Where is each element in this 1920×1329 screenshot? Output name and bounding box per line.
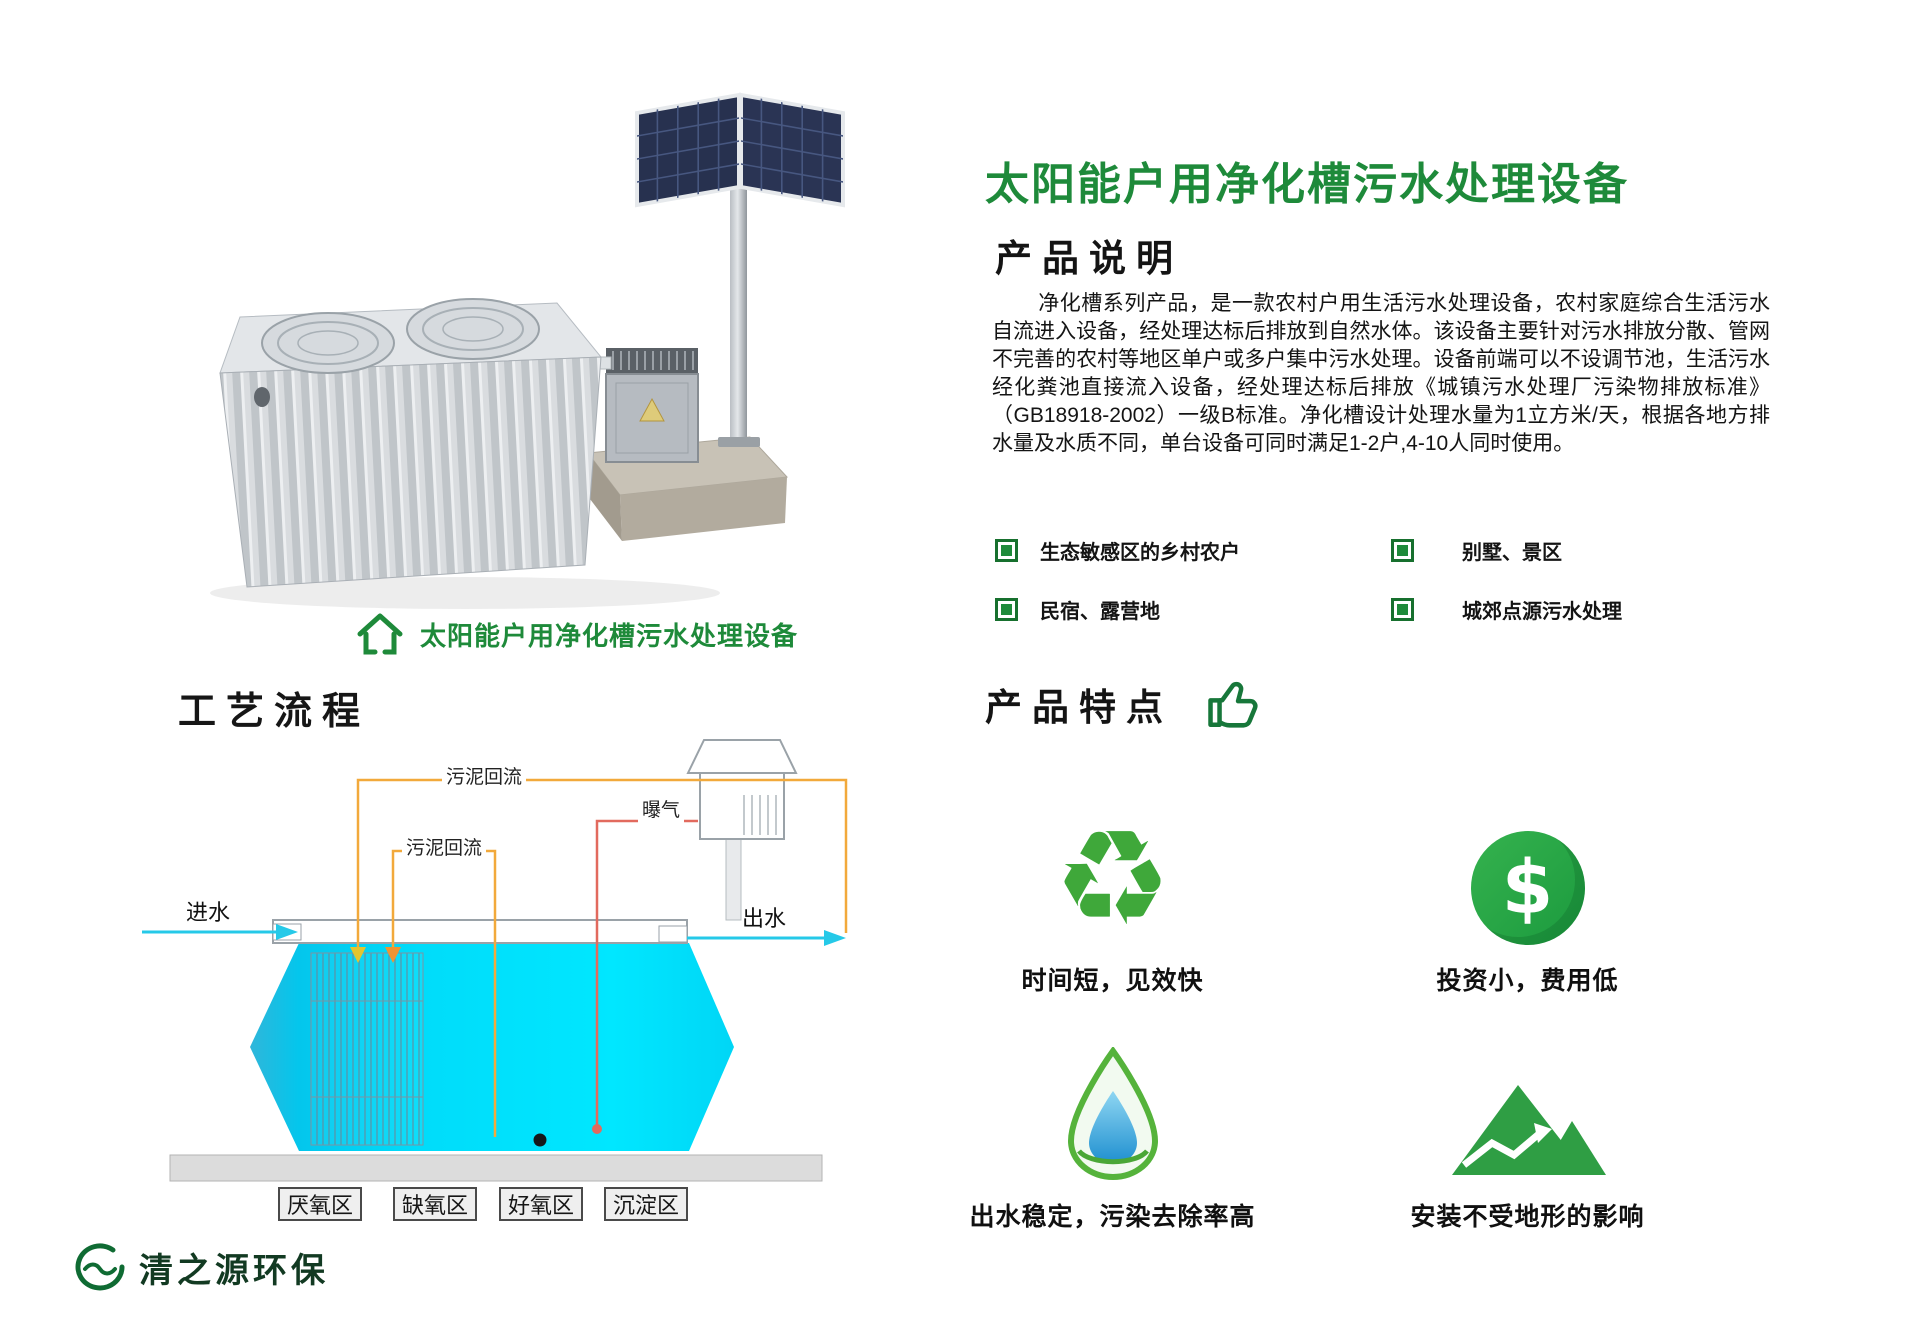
product-caption-text: 太阳能户用净化槽污水处理设备 [420, 620, 799, 651]
label-sludge-return-top: 污泥回流 [442, 766, 527, 790]
tank-rim [272, 919, 688, 944]
control-box [605, 348, 699, 463]
application-label: 别墅、景区 [1462, 542, 1562, 564]
features-grid: ♻ 时间短，见效快 $ 投资小，费用低 [905, 795, 1735, 1233]
sludge-return-pipe-top [350, 778, 848, 963]
product-caption: 太阳能户用净化槽污水处理设备 [356, 612, 798, 656]
feature-caption: 安装不受地形的影响 [1410, 1203, 1645, 1231]
label-aeration: 曝气 [638, 799, 685, 823]
green-square-bullet-icon [995, 539, 1018, 562]
company-logo: 清之源环保 [73, 1242, 329, 1292]
feature-item-recycle: ♻ 时间短，见效快 [905, 795, 1320, 997]
solar-tank-illustration [210, 92, 845, 609]
outlet-arrow [687, 930, 846, 946]
inlet-arrow [142, 924, 298, 940]
zone-label-anaerobic: 厌氧区 [278, 1187, 362, 1221]
solar-pole [730, 181, 747, 443]
green-square-bullet-icon [995, 598, 1018, 621]
feature-item-terrain: 安装不受地形的影响 [1320, 1031, 1735, 1233]
green-square-bullet-icon [1391, 598, 1414, 621]
house-icon [357, 613, 403, 655]
application-label: 民宿、露营地 [1040, 601, 1160, 623]
application-item-2: 别墅、景区 [1391, 536, 1787, 565]
drain-point [533, 1133, 547, 1147]
feature-caption: 时间短，见效快 [1021, 967, 1204, 995]
logo-swirl-icon [75, 1243, 125, 1291]
dollar-icon: $ [1470, 831, 1585, 945]
application-item-1: 生态敏感区的乡村农户 [995, 536, 1391, 565]
label-outlet: 出水 [742, 906, 787, 931]
blower-house [686, 739, 798, 921]
zone-label-aerobic: 好氧区 [499, 1187, 583, 1221]
mountain-chart-icon [1451, 1085, 1606, 1175]
application-list: 生态敏感区的乡村农户 别墅、景区 民宿、露营地 城郊点源污水处理 [995, 536, 1787, 624]
recycle-icon: ♻ [1053, 802, 1172, 956]
application-item-4: 城郊点源污水处理 [1391, 595, 1787, 624]
filter-media [310, 952, 424, 1146]
water-drop-icon [1067, 1047, 1158, 1180]
feature-caption: 出水稳定，污染去除率高 [969, 1203, 1256, 1231]
feature-caption: 投资小，费用低 [1436, 967, 1619, 995]
main-title: 太阳能户用净化槽污水处理设备 [985, 160, 1629, 209]
thumbs-up-icon [1208, 681, 1258, 728]
purification-tank [219, 298, 603, 588]
description-title: 产品说明 [995, 238, 1183, 279]
ground-slab [169, 1154, 823, 1182]
process-flow-title: 工艺流程 [178, 691, 371, 733]
product-photo [165, 65, 865, 645]
features-title: 产品特点 [985, 687, 1173, 728]
solar-panel-right [739, 92, 845, 208]
description-body: 净化槽系列产品，是一款农村户用生活污水处理设备，农村家庭综合生活污水自流进入设备… [992, 292, 1770, 455]
zone-label-anoxic: 缺氧区 [393, 1187, 477, 1221]
feature-item-stable-effluent: 出水稳定，污染去除率高 [905, 1031, 1320, 1233]
solar-panel-left [635, 92, 741, 208]
application-label: 生态敏感区的乡村农户 [1040, 542, 1240, 564]
zone-label-sedimentation: 沉淀区 [604, 1187, 688, 1221]
features-header: 产品特点 [985, 676, 1263, 732]
green-square-bullet-icon [1391, 539, 1414, 562]
process-flow-diagram: 污泥回流 污泥回流 曝气 进水 出水 厌氧区 缺氧区 好氧区 沉淀区 [140, 735, 1050, 1235]
feature-item-low-cost: $ 投资小，费用低 [1320, 795, 1735, 997]
label-inlet: 进水 [186, 900, 231, 925]
logo-text: 清之源环保 [139, 1251, 329, 1290]
application-item-3: 民宿、露营地 [995, 595, 1391, 624]
label-sludge-return-inner: 污泥回流 [402, 837, 487, 861]
treatment-tank-schematic [142, 739, 848, 1182]
application-label: 城郊点源污水处理 [1462, 601, 1622, 623]
